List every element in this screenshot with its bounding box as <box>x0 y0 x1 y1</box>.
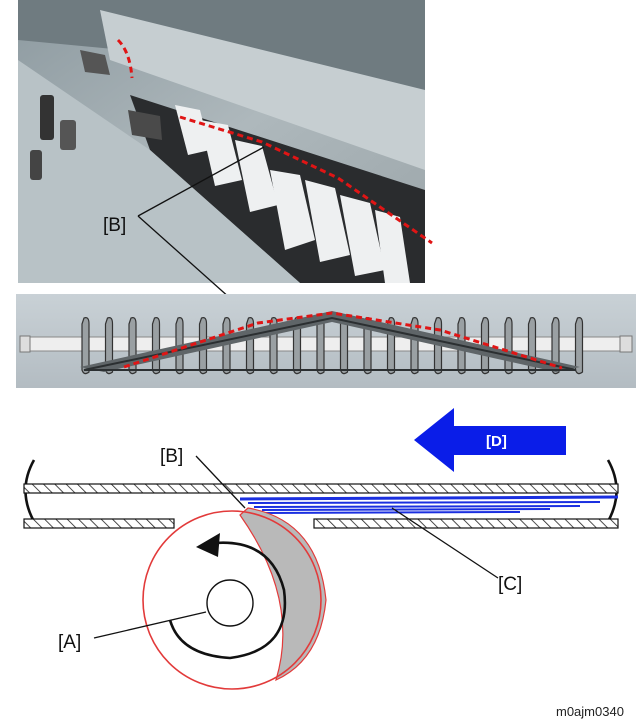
roller-fin <box>81 317 90 375</box>
roller-fin <box>339 317 349 375</box>
lower-guide-plate-left <box>23 518 175 529</box>
rotation-arrow <box>168 541 287 660</box>
roller-fin <box>151 317 161 375</box>
paper-stack <box>239 495 619 514</box>
roller-shaft-a <box>206 579 254 627</box>
separation-roller-photo <box>16 294 636 388</box>
label-c: [C] <box>498 574 522 595</box>
leader-c <box>391 507 499 579</box>
figure-code: m0ajm0340 <box>556 704 624 719</box>
lower-guide-plate-right <box>313 518 619 529</box>
machine-photo <box>18 0 433 283</box>
label-b-diagram: [B] <box>160 446 183 467</box>
roller-fin <box>316 317 325 375</box>
roller-fin <box>574 317 584 375</box>
pick-roller <box>142 510 322 690</box>
label-a: [A] <box>58 632 81 653</box>
leader-a <box>93 611 207 639</box>
roller-fin <box>504 317 513 375</box>
leader-b-diagram <box>195 455 246 509</box>
label-d: [D] <box>486 433 507 450</box>
upper-guide-plate <box>23 483 619 494</box>
rotation-arrowhead <box>196 533 220 557</box>
feed-direction-arrow-d <box>414 408 566 472</box>
separation-pad-b <box>239 507 327 682</box>
leader-b-photo <box>137 146 265 217</box>
label-b-photo: [B] <box>103 215 126 236</box>
